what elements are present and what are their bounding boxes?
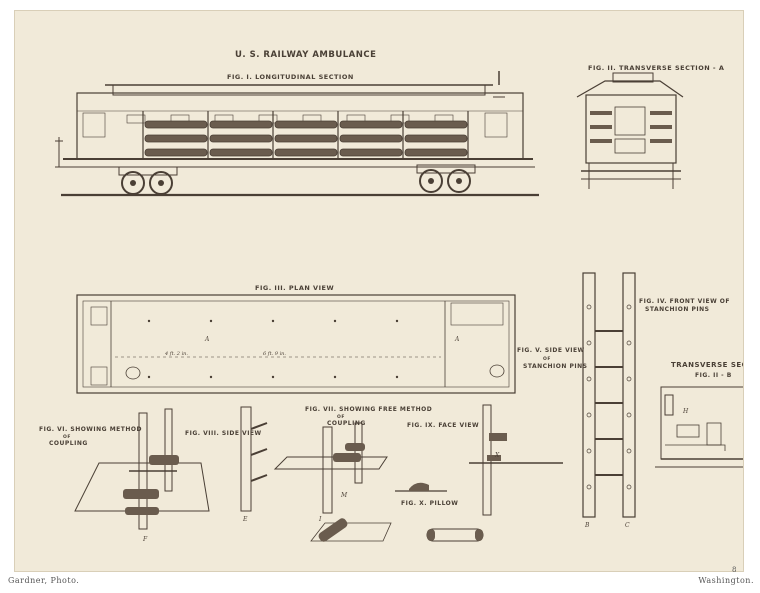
- stanchion-mark-b: B: [584, 522, 590, 529]
- section-b-mark-h: H: [682, 408, 689, 415]
- fig5-label-line1: FIG. V. SIDE VIEW: [517, 347, 585, 354]
- stanchion-side-view-drawing: B C: [582, 272, 636, 529]
- free-coupling-mark-m: M: [340, 492, 348, 499]
- fig5-label-line2: OF: [543, 356, 551, 362]
- fig7-label-line1: FIG. VII. SHOWING FREE METHOD: [305, 406, 432, 413]
- plate-number: 8: [732, 566, 737, 574]
- side-view-mark-e: E: [242, 516, 248, 523]
- transverse-section-a-drawing: [576, 72, 684, 189]
- fig4-label-line2: STANCHION PINS: [645, 306, 709, 313]
- fig7-label-line2: OF: [337, 414, 345, 420]
- fig1-label: FIG. I. LONGITUDINAL SECTION: [227, 73, 354, 81]
- fig9-label: FIG. IX. FACE VIEW: [407, 422, 479, 429]
- fig2-label: FIG. II. TRANSVERSE SECTION - A: [588, 64, 724, 72]
- fig7-label-line3: COUPLING: [327, 420, 366, 427]
- fig10-label: FIG. X. PILLOW: [401, 500, 458, 507]
- fig5-label-line3: STANCHION PINS: [523, 363, 587, 370]
- plan-dimension-1: 4 ft. 2 in.: [164, 351, 188, 357]
- fig6-label-line3: COUPLING: [49, 440, 88, 447]
- location-credit: Washington.: [698, 576, 754, 585]
- fig11-label-line1: TRANSVERSE SECTI: [671, 361, 744, 369]
- fig6-label-line1: FIG. VI. SHOWING METHOD: [39, 426, 142, 433]
- stanchion-mark-c: C: [625, 522, 630, 529]
- coupling-method-drawing: F: [74, 408, 210, 543]
- plan-mark-a-left: A: [204, 336, 210, 343]
- fig3-label: FIG. III. PLAN VIEW: [255, 284, 334, 292]
- transverse-section-b-drawing: H: [655, 386, 743, 468]
- fig8-label: FIG. VIII. SIDE VIEW: [185, 430, 262, 437]
- fig6-label-line2: OF: [63, 434, 71, 440]
- side-view-drawing: E: [240, 406, 268, 523]
- engineering-drawing: U. S. RAILWAY AMBULANCE FIG. I. LONGITUD…: [39, 50, 744, 543]
- plan-view-drawing: A A 4 ft. 2 in. 6 ft. 9 in.: [76, 294, 516, 394]
- drawing-sheet: U. S. RAILWAY AMBULANCE FIG. I. LONGITUD…: [14, 10, 744, 572]
- fig4-label-line1: FIG. IV. FRONT VIEW OF: [639, 298, 730, 305]
- face-view-mark-x: X: [494, 452, 500, 459]
- pillow-drawing: [395, 482, 484, 542]
- plan-dimension-2: 6 ft. 9 in.: [263, 351, 286, 357]
- face-view-drawing: X: [469, 404, 563, 516]
- photo-credit: Gardner, Photo.: [8, 576, 80, 585]
- coupling-mark-f: F: [142, 536, 148, 543]
- fig11-label-line2: FIG. II - B: [695, 372, 732, 379]
- free-coupling-mark-i: I: [318, 516, 322, 523]
- sheet-title: U. S. RAILWAY AMBULANCE: [235, 50, 376, 60]
- plan-mark-a-right: A: [454, 336, 460, 343]
- free-coupling-drawing: M I: [273, 422, 392, 542]
- longitudinal-section-drawing: [55, 71, 539, 197]
